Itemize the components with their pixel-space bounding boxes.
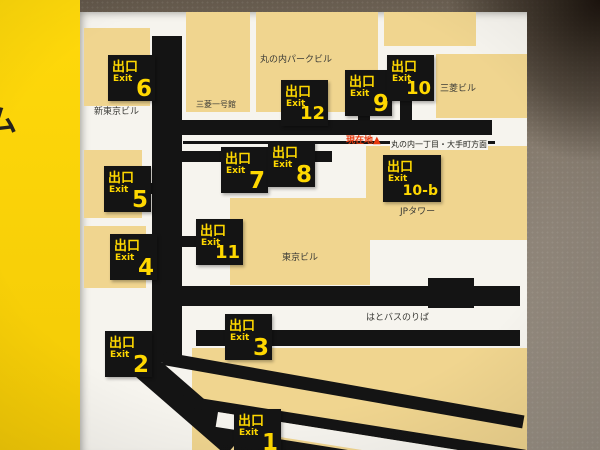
exit-marker-11: 出口 Exit 11	[196, 219, 243, 265]
current-location-marker-icon: ▲	[373, 135, 381, 146]
exit-word-en: Exit	[286, 99, 306, 109]
passage-trunk	[152, 36, 182, 362]
exit-marker-10: 出口 Exit 10	[387, 55, 434, 101]
label-jp-tower: JPタワー	[400, 207, 436, 217]
label-mitsubishi-bldg: 三菱ビル	[440, 84, 477, 94]
exit-marker-5: 出口 Exit 5	[104, 166, 151, 212]
passage-lower-band	[196, 330, 520, 346]
exit-word-jp: 出口	[112, 60, 139, 75]
exit-marker-1: 出口 Exit 1	[234, 409, 281, 450]
label-shin-tokyo-bldg: 新東京ビル	[94, 107, 140, 117]
exit-word-en: Exit	[201, 238, 221, 248]
passage-right-structure	[428, 278, 474, 308]
exit-marker-9: 出口 Exit 9	[345, 70, 392, 116]
exit-word-en: Exit	[110, 350, 130, 360]
exit-number: 6	[135, 75, 152, 102]
passage-top-band	[180, 120, 492, 135]
exit-marker-12: 出口 Exit 12	[281, 80, 328, 126]
exit-marker-8: 出口 Exit 8	[268, 141, 315, 187]
sign-yellow-border: ム	[0, 0, 80, 450]
exit-word-en: Exit	[273, 160, 293, 170]
label-direction-otemachi: 丸の内一丁目・大手町方面	[390, 139, 488, 150]
exit-number: 10-b	[402, 183, 438, 200]
exit-number: 9	[372, 90, 389, 117]
exit-word-en: Exit	[388, 174, 408, 184]
building-top-right	[384, 12, 476, 46]
exit-word-jp: 出口	[349, 75, 376, 90]
building-tokyo	[230, 198, 370, 285]
exit-word-jp: 出口	[285, 85, 312, 100]
exit-number: 7	[248, 167, 265, 194]
exit-number: 11	[214, 242, 240, 264]
street-line	[183, 141, 495, 144]
exit-number: 4	[137, 254, 154, 281]
exit-word-jp: 出口	[225, 152, 252, 167]
label-mitsubishi-ichigokan: 三菱一号館	[196, 100, 236, 109]
exit-number: 8	[295, 161, 312, 188]
label-current-location: 現在地▲	[346, 133, 381, 146]
current-location-text: 現在地	[346, 136, 374, 146]
exit-word-jp: 出口	[238, 414, 265, 429]
exit-number: 5	[131, 186, 148, 213]
passage-stub-exit-9	[358, 112, 370, 122]
exit-marker-10b: 出口 Exit 10-b	[383, 155, 441, 202]
exit-word-jp: 出口	[391, 60, 418, 75]
exit-word-en: Exit	[350, 89, 370, 99]
label-tokyo-bldg: 東京ビル	[282, 253, 319, 263]
passage-stub-exit-10	[400, 98, 412, 122]
exit-word-en: Exit	[115, 253, 135, 263]
exit-marker-7: 出口 Exit 7	[221, 147, 268, 193]
exit-word-en: Exit	[239, 428, 259, 438]
exit-word-en: Exit	[230, 333, 250, 343]
exit-marker-4: 出口 Exit 4	[110, 234, 157, 280]
exit-number: 3	[252, 334, 269, 361]
exit-word-jp: 出口	[272, 146, 299, 161]
exit-number: 10	[405, 78, 431, 100]
exit-number: 1	[261, 429, 278, 450]
exit-word-jp: 出口	[200, 224, 227, 239]
building-mitsubishi-ichigokan	[186, 12, 250, 112]
exit-marker-2: 出口 Exit 2	[105, 331, 152, 377]
sign-partial-character: ム	[0, 104, 17, 139]
label-hato-bus-stop: はとバスのりば	[366, 313, 430, 323]
label-marunouchi-park-bldg: 丸の内パークビル	[260, 55, 333, 65]
exit-word-jp: 出口	[229, 319, 256, 334]
exit-word-en: Exit	[226, 166, 246, 176]
building-mitsubishi	[436, 54, 527, 118]
exit-word-jp: 出口	[109, 336, 136, 351]
exit-number: 2	[132, 351, 149, 378]
exit-word-jp: 出口	[108, 171, 135, 186]
passage-stub-exit-11	[180, 236, 198, 247]
exit-marker-6: 出口 Exit 6	[108, 55, 155, 101]
exit-word-en: Exit	[109, 185, 129, 195]
exit-marker-3: 出口 Exit 3	[225, 314, 272, 360]
exit-word-jp: 出口	[114, 239, 141, 254]
exit-number: 12	[299, 103, 325, 125]
exit-word-en: Exit	[113, 74, 133, 84]
exit-word-en: Exit	[392, 74, 412, 84]
exit-word-jp: 出口	[387, 160, 414, 175]
exit-map-panel: 八重洲地下連絡通路 出口 Exit 6 出口 Exit 12 出口 Exit 9…	[80, 12, 527, 450]
